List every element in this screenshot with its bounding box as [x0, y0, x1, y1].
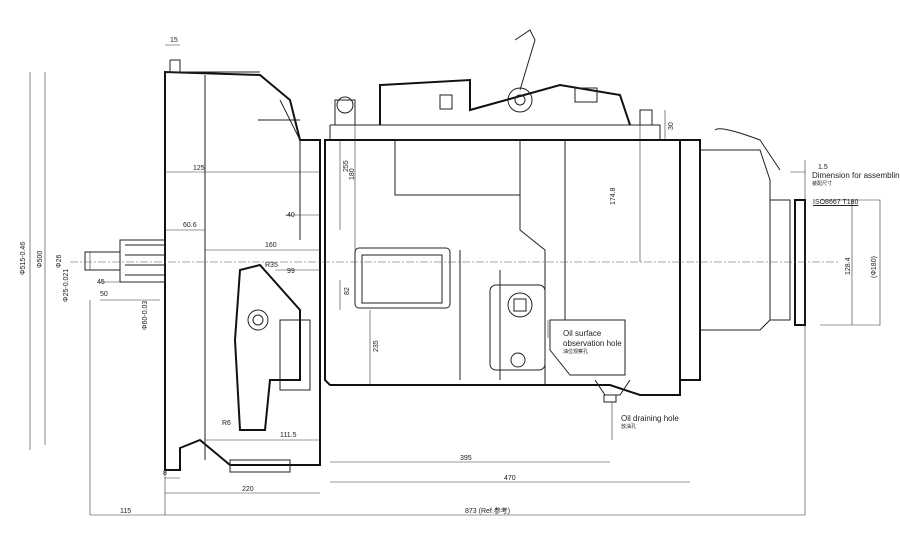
note-oil-surface-2: observation hole — [563, 339, 622, 348]
dim-radius-35: R35 — [265, 262, 278, 269]
dim-height-235: 235 — [373, 340, 380, 352]
dim-length-220: 220 — [242, 486, 254, 493]
dim-flange-diameter: (Φ180) — [871, 256, 878, 278]
dim-length-99: 99 — [287, 268, 295, 275]
note-assembly-cn: 装配尺寸 — [812, 181, 833, 187]
dim-bell-diameter: Φ500 — [37, 250, 44, 268]
dim-length-60-6: 60.6 — [183, 222, 197, 229]
note-flange-standard: ISO8667 T180 — [813, 199, 859, 206]
note-oil-drain-cn: 放油孔 — [621, 424, 637, 430]
dim-height-174-8: 174.8 — [610, 187, 617, 205]
dim-length-111-5: 111.5 — [280, 432, 297, 439]
rear-housing — [680, 128, 806, 381]
dim-length-470: 470 — [504, 475, 516, 482]
dim-length-8: 8 — [163, 470, 167, 477]
dim-pilot-diameter: Φ60-0.03 — [142, 300, 149, 330]
dimension-lines — [29, 44, 881, 516]
dim-height-180: 180 — [349, 168, 356, 180]
dim-length-160: 160 — [265, 242, 277, 249]
dim-shaft-diameter: Φ26 — [56, 254, 63, 268]
bell-housing — [164, 59, 321, 473]
dim-height-30: 30 — [668, 122, 675, 130]
dim-length-125: 125 — [193, 165, 205, 172]
dim-flange-pilot: 128.4 — [845, 257, 852, 275]
note-oil-drain: Oil draining hole — [621, 414, 679, 423]
dim-length-395: 395 — [460, 455, 472, 462]
dim-height-255: 255 — [343, 160, 350, 172]
note-oil-surface-1: Oil surface — [563, 329, 602, 338]
dim-assembly-gap: 1.5 — [818, 164, 828, 171]
dim-overall-length: 873 (Ref.参考) — [465, 508, 511, 515]
note-assembly: Dimension for assembling — [812, 171, 900, 180]
dim-flange-thickness: 15 — [170, 37, 178, 44]
dim-radius-6: R6 — [222, 420, 231, 427]
dim-bell-outer-diameter: Φ515-0.46 — [20, 241, 27, 275]
dim-length-40: 40 — [287, 212, 295, 219]
shift-tower — [334, 29, 653, 126]
dim-length-45: 45 — [97, 279, 105, 286]
input-shaft — [84, 239, 166, 283]
main-case — [324, 124, 681, 403]
dim-shaft-tolerance: Φ25-0.021 — [63, 268, 70, 302]
dim-length-50: 50 — [100, 291, 108, 298]
release-fork — [233, 263, 311, 431]
note-oil-surface-cn: 油位观察孔 — [563, 349, 589, 355]
dim-length-115: 115 — [120, 508, 132, 515]
dim-height-82: 82 — [344, 287, 351, 295]
